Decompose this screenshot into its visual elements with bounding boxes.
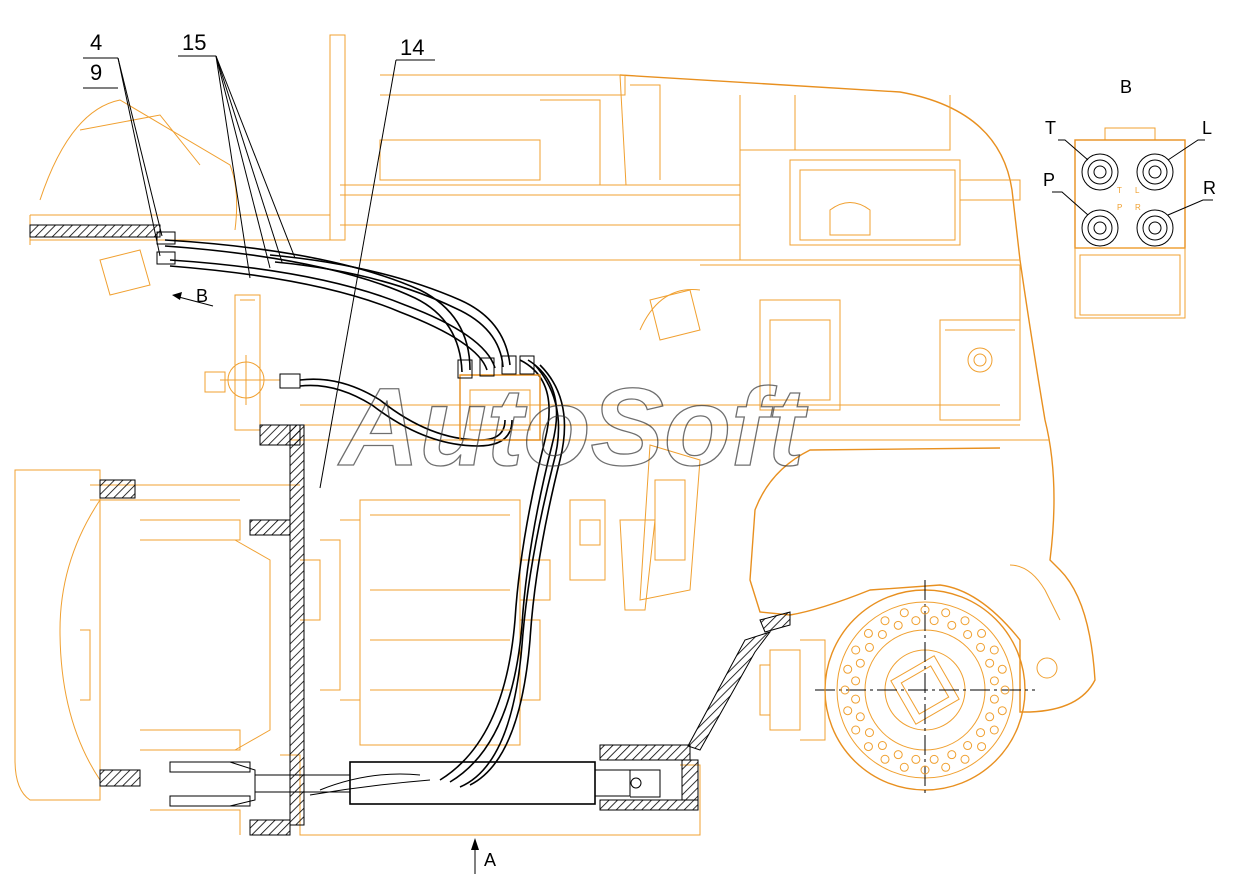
hub-bolt bbox=[976, 728, 986, 738]
view-arrow-a: A bbox=[471, 838, 496, 874]
hub-bolt bbox=[863, 742, 873, 752]
hub-bolt bbox=[851, 694, 861, 704]
hub-bolt bbox=[941, 762, 951, 772]
inner-label-t: T bbox=[1117, 186, 1122, 195]
hub-bolt bbox=[899, 762, 909, 772]
hub-bolt bbox=[920, 765, 930, 775]
callout-14: 14 bbox=[400, 35, 424, 60]
detail-view-b: B T L P R T L P R bbox=[1043, 77, 1216, 319]
hub-bolt bbox=[893, 750, 903, 760]
callout-4: 4 bbox=[90, 30, 102, 55]
hub-bolt bbox=[963, 741, 973, 751]
hub-bolt bbox=[985, 712, 995, 722]
inner-label-l: L bbox=[1135, 186, 1140, 195]
hub-bolt bbox=[960, 754, 970, 764]
machine-body-outline bbox=[14, 34, 1096, 836]
hub-bolt bbox=[864, 728, 874, 738]
hydraulic-hoses bbox=[156, 231, 566, 796]
hub-bolt bbox=[851, 725, 861, 735]
hub-bolt bbox=[855, 658, 865, 668]
hub-bolt bbox=[977, 628, 987, 638]
hub-bolt bbox=[899, 608, 909, 618]
hub-bolt bbox=[864, 642, 874, 652]
port-label-t: T bbox=[1045, 118, 1056, 138]
view-arrow-b: B bbox=[172, 286, 214, 307]
hub-bolt bbox=[880, 616, 890, 626]
hub-bolt bbox=[851, 676, 861, 686]
hub-bolt bbox=[929, 754, 939, 764]
hub-bolt bbox=[997, 664, 1007, 674]
inner-label-p: P bbox=[1117, 203, 1122, 212]
hub-bolt bbox=[947, 620, 957, 630]
hydraulic-cylinder bbox=[169, 761, 661, 807]
port-label-p: P bbox=[1043, 170, 1055, 190]
hub-bolt bbox=[877, 629, 887, 639]
hub-bolt bbox=[851, 645, 861, 655]
watermark: AutoSoft bbox=[337, 366, 809, 489]
hub-bolt bbox=[977, 742, 987, 752]
hub-bolt bbox=[843, 706, 853, 716]
hub-bolt bbox=[855, 712, 865, 722]
hub-bolt bbox=[843, 664, 853, 674]
hub-bolt bbox=[920, 605, 930, 615]
hub-bolt bbox=[960, 616, 970, 626]
hub-bolt bbox=[963, 629, 973, 639]
hub-bolt bbox=[997, 706, 1007, 716]
hub-bolt bbox=[985, 658, 995, 668]
inner-label-r: R bbox=[1135, 203, 1141, 212]
callout-9: 9 bbox=[90, 60, 102, 85]
view-arrow-a-label: A bbox=[484, 850, 496, 870]
hub-bolt bbox=[863, 628, 873, 638]
hub-bolt bbox=[989, 676, 999, 686]
callout-15: 15 bbox=[182, 30, 206, 55]
hub-bolt bbox=[893, 620, 903, 630]
callouts: 4 9 15 14 bbox=[83, 30, 435, 489]
wheel-hub bbox=[759, 580, 1035, 795]
hub-bolt bbox=[929, 616, 939, 626]
hub-bolt bbox=[989, 725, 999, 735]
hub-bolt bbox=[911, 754, 921, 764]
hub-bolt bbox=[1000, 685, 1010, 695]
hub-bolt bbox=[989, 645, 999, 655]
port-label-l: L bbox=[1202, 118, 1212, 138]
hub-bolt bbox=[941, 608, 951, 618]
hub-bolt bbox=[976, 642, 986, 652]
section-hatching bbox=[29, 224, 791, 836]
hub-bolt bbox=[947, 750, 957, 760]
view-arrow-b-label: B bbox=[196, 286, 208, 306]
hub-bolt bbox=[911, 616, 921, 626]
hub-bolt bbox=[840, 685, 850, 695]
port-label-r: R bbox=[1203, 178, 1216, 198]
hub-bolt bbox=[877, 741, 887, 751]
detail-view-title: B bbox=[1120, 77, 1132, 97]
hub-bolt bbox=[989, 694, 999, 704]
hub-bolt bbox=[880, 754, 890, 764]
